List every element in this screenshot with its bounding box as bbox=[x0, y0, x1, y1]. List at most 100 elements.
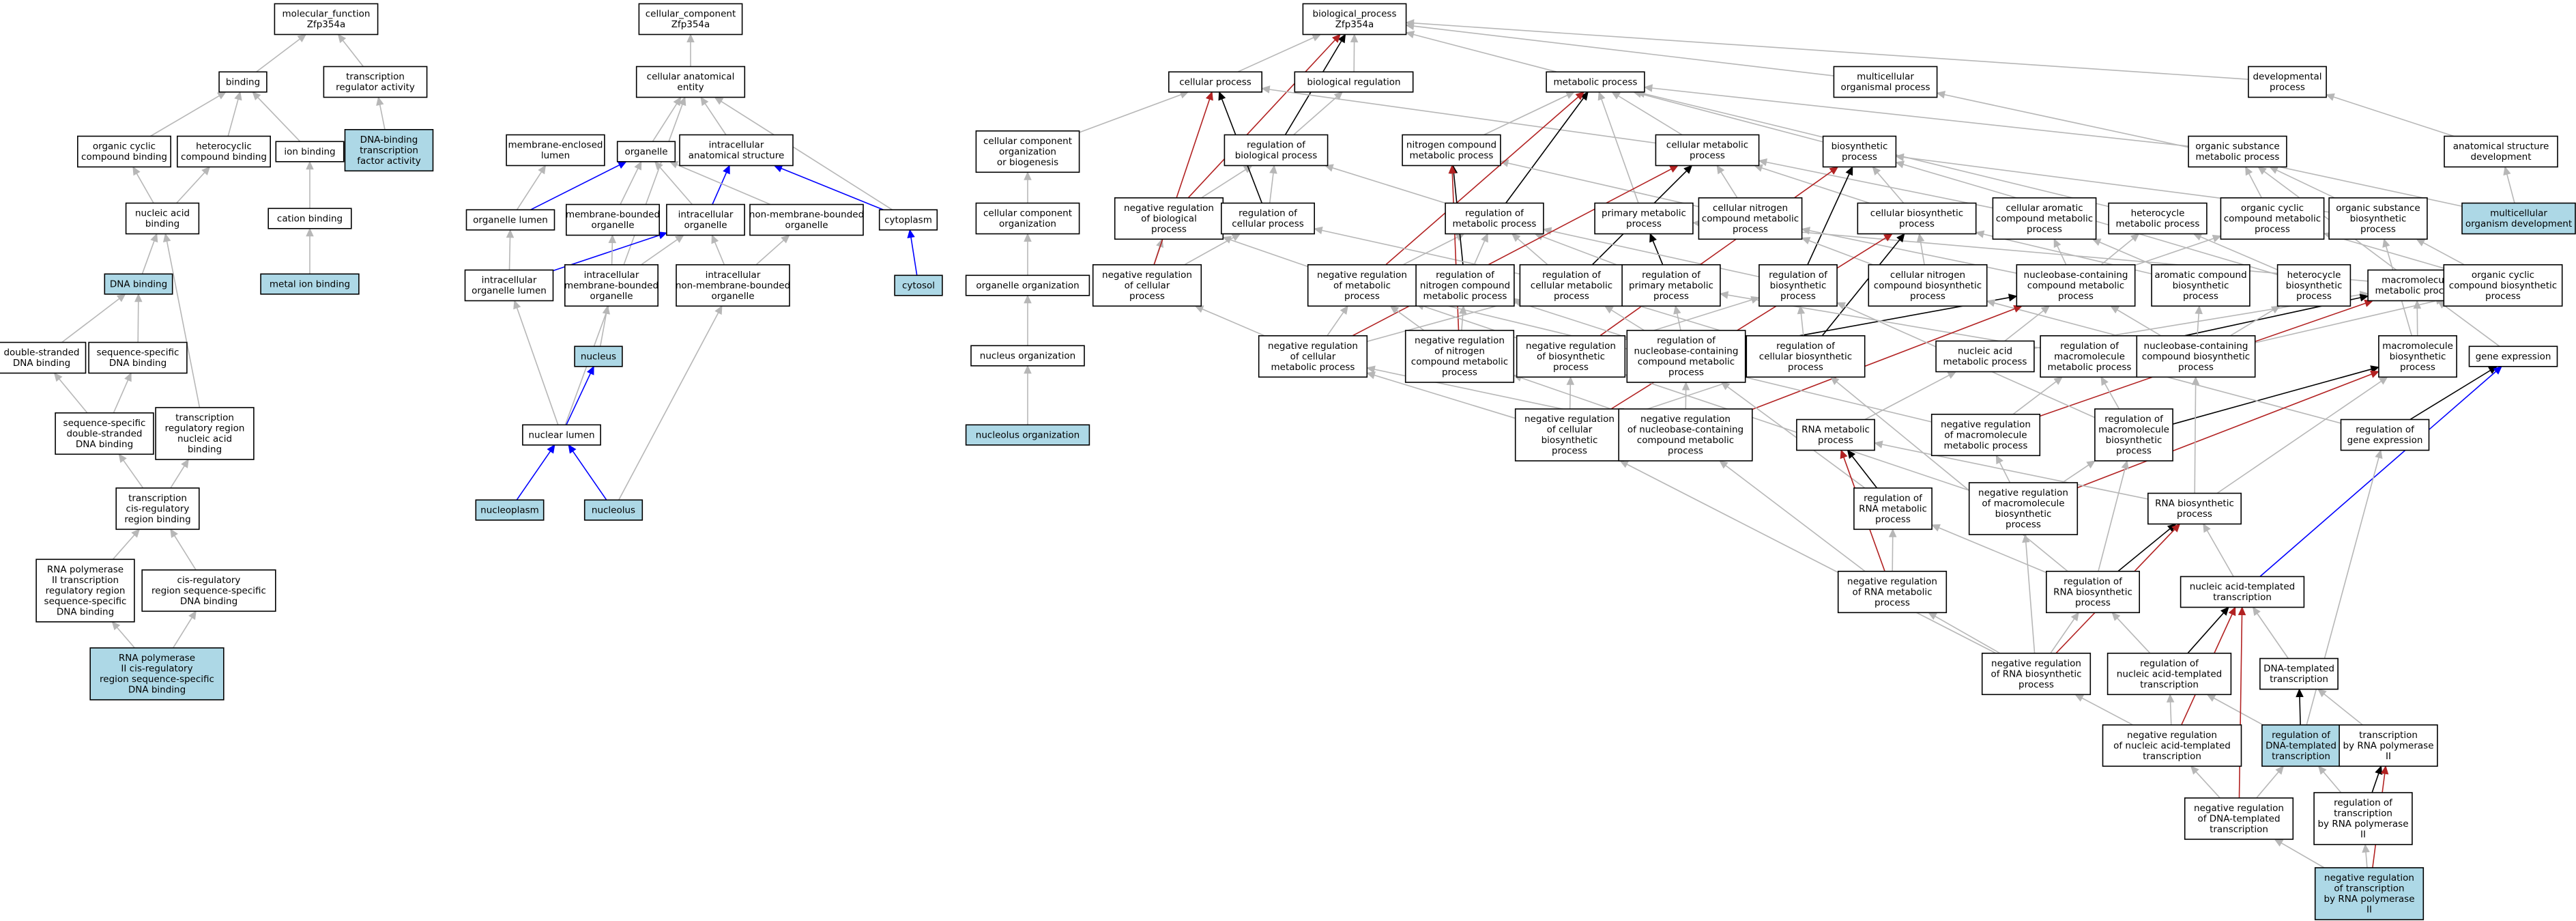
go-term-box[interactable] bbox=[475, 499, 545, 521]
go-term-box[interactable] bbox=[1415, 264, 1515, 307]
go-term-box[interactable] bbox=[1857, 202, 1977, 235]
go-term-box[interactable] bbox=[218, 71, 267, 93]
go-term-box[interactable] bbox=[975, 202, 1080, 235]
go-term-box[interactable] bbox=[574, 345, 623, 367]
go-term-box[interactable] bbox=[1981, 652, 2092, 696]
go-term-box[interactable] bbox=[1968, 482, 2079, 535]
go-term-box[interactable] bbox=[1519, 264, 1624, 307]
go-term-box[interactable] bbox=[676, 264, 790, 307]
go-term-box[interactable] bbox=[176, 135, 271, 168]
go-term-node-metalIon[interactable]: metal ion binding bbox=[260, 273, 360, 295]
go-term-box[interactable] bbox=[2102, 724, 2242, 767]
go-term-box[interactable] bbox=[2468, 345, 2558, 367]
go-term-box[interactable] bbox=[1221, 202, 1316, 235]
go-term-box[interactable] bbox=[1445, 202, 1544, 235]
go-term-box[interactable] bbox=[1302, 3, 1407, 36]
go-term-box[interactable] bbox=[2016, 264, 2136, 307]
go-term-box[interactable] bbox=[1514, 408, 1625, 462]
go-term-box[interactable] bbox=[1822, 135, 1897, 168]
go-term-node-organelleOrg[interactable]: organelle organization bbox=[965, 274, 1090, 296]
go-term-node-intraNonMemOrg[interactable]: intracellularnon-membrane-boundedorganel… bbox=[676, 264, 790, 307]
go-term-box[interactable] bbox=[1833, 66, 1938, 98]
go-term-box[interactable] bbox=[141, 569, 276, 612]
go-term-box[interactable] bbox=[583, 499, 643, 521]
go-term-box[interactable] bbox=[965, 424, 1090, 446]
go-term-box[interactable] bbox=[267, 208, 352, 229]
go-term-box[interactable] bbox=[2040, 335, 2139, 378]
go-term-box[interactable] bbox=[1853, 487, 1933, 530]
go-term-node-nucleolusOrg[interactable]: nucleolus organization bbox=[965, 424, 1090, 446]
go-term-box[interactable] bbox=[89, 647, 225, 700]
go-term-box[interactable] bbox=[894, 274, 943, 296]
go-term-box[interactable] bbox=[749, 203, 864, 236]
go-term-box[interactable] bbox=[1294, 71, 1414, 93]
go-term-box[interactable] bbox=[1930, 413, 2041, 457]
go-term-box[interactable] bbox=[2248, 66, 2327, 98]
go-term-box[interactable] bbox=[344, 129, 434, 172]
go-term-node-nucleusOrg[interactable]: nucleus organization bbox=[970, 345, 1085, 367]
go-term-box[interactable] bbox=[2339, 724, 2438, 767]
go-term-box[interactable] bbox=[104, 273, 173, 295]
go-term-box[interactable] bbox=[2276, 264, 2351, 307]
go-term-box[interactable] bbox=[1992, 197, 2097, 240]
go-term-box[interactable] bbox=[55, 412, 154, 455]
go-term-box[interactable] bbox=[2184, 797, 2294, 840]
go-term-node-ionBind[interactable]: ion binding bbox=[275, 141, 345, 162]
go-term-box[interactable] bbox=[88, 341, 188, 374]
go-term-node-bioReg[interactable]: biological regulation bbox=[1294, 71, 1414, 93]
go-term-box[interactable] bbox=[260, 273, 360, 295]
go-term-box[interactable] bbox=[2107, 652, 2232, 696]
go-term-box[interactable] bbox=[1404, 330, 1515, 383]
go-term-box[interactable] bbox=[1402, 134, 1501, 167]
go-term-box[interactable] bbox=[2461, 202, 2576, 235]
go-term-box[interactable] bbox=[1621, 264, 1721, 307]
go-term-box[interactable] bbox=[616, 141, 676, 162]
go-term-box[interactable] bbox=[1796, 419, 1875, 451]
go-term-box[interactable] bbox=[155, 407, 255, 460]
go-term-box[interactable] bbox=[2328, 197, 2428, 240]
go-term-box[interactable] bbox=[506, 134, 605, 167]
go-term-node-nucleoplasm[interactable]: nucleoplasm bbox=[475, 499, 545, 521]
go-term-box[interactable] bbox=[0, 341, 87, 374]
go-term-box[interactable] bbox=[2151, 264, 2251, 307]
go-term-box[interactable] bbox=[1546, 71, 1645, 93]
